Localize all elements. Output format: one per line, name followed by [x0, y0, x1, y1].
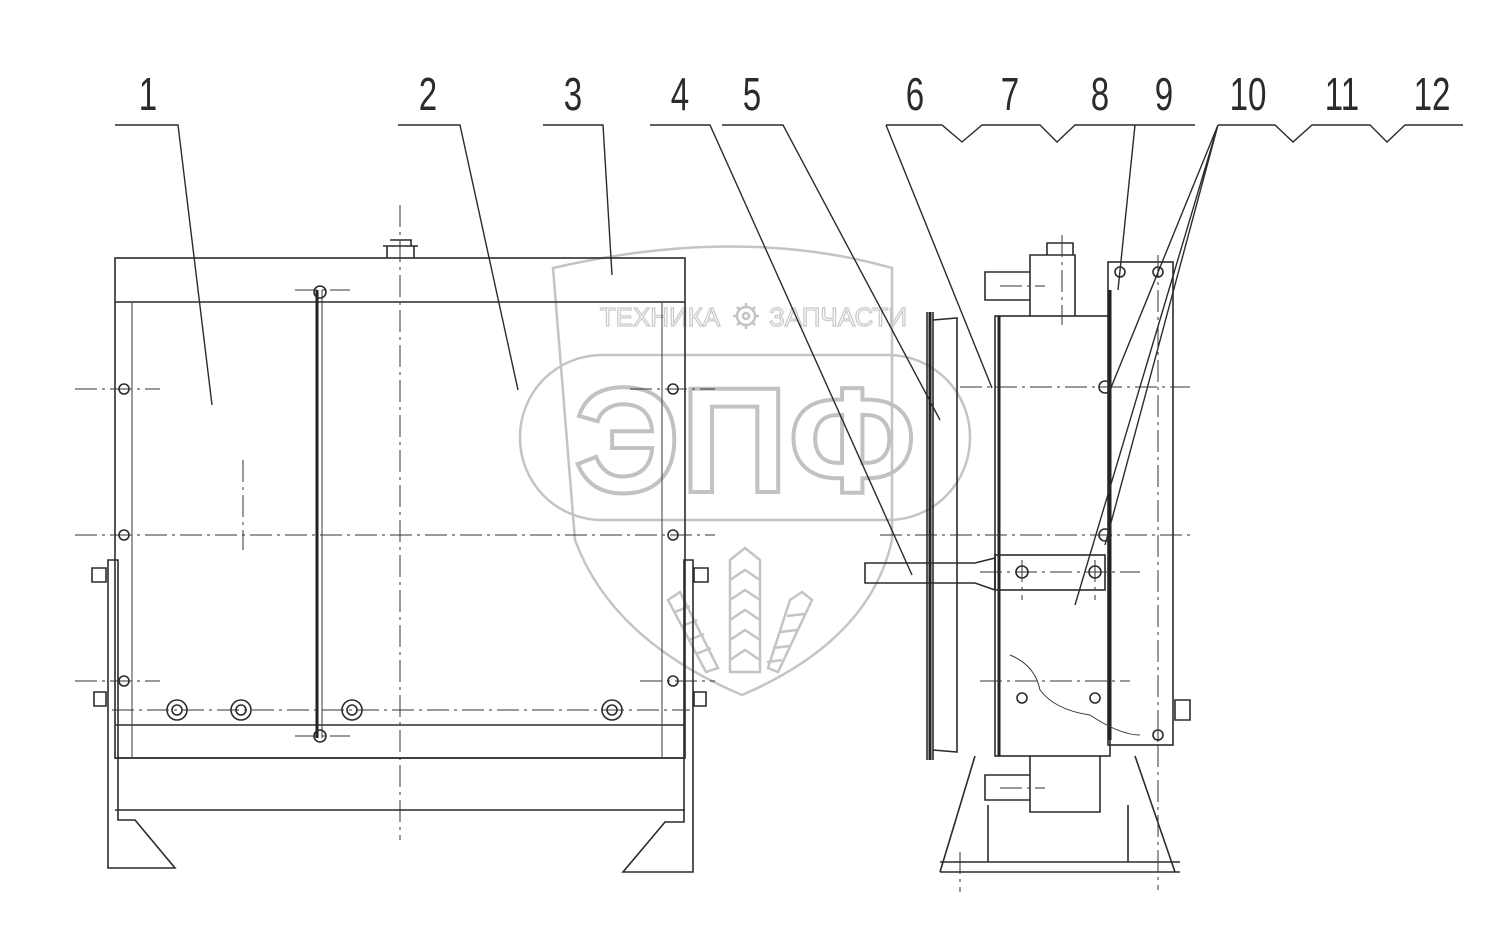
cooler-assembly: [864, 235, 1191, 892]
watermark-shield: [551, 245, 894, 697]
gear-icon: [733, 303, 759, 329]
callout-9: 9: [1155, 70, 1173, 120]
tank-center-lines: [75, 205, 715, 840]
watermark: ЭПФ ТЕХНИКА ЗАПЧАСТИ: [518, 245, 972, 697]
cooler-bolts: [1015, 266, 1191, 741]
callout-6: 6: [906, 70, 924, 120]
callout-1: 1: [139, 70, 157, 120]
watermark-text-right: ЗАПЧАСТИ: [769, 302, 907, 332]
strap-top-bolt: [313, 285, 327, 299]
callout-10: 10: [1230, 70, 1267, 120]
callout-12: 12: [1414, 70, 1451, 120]
callout-8: 8: [1091, 70, 1109, 120]
side-frame: [1107, 261, 1174, 746]
callout-4: 4: [671, 70, 689, 120]
watermark-band: [518, 353, 972, 522]
watermark-text-left: ТЕХНИКА: [600, 302, 721, 332]
tank-assembly: [75, 205, 715, 873]
callout-7: 7: [1001, 70, 1019, 120]
cooler-base-stand: [939, 755, 1180, 873]
callout-2: 2: [419, 70, 437, 120]
radiator-core: [994, 315, 1111, 757]
wheat-icon: [666, 546, 814, 674]
leader-lines: [115, 124, 1463, 606]
bottom-pipe: [984, 774, 1030, 801]
frame-bolts: [91, 383, 709, 707]
break-line: [1009, 654, 1141, 736]
callout-3: 3: [564, 70, 582, 120]
callout-labels: 1 2 3 4 5 6 7 8 9 10 11 12: [139, 70, 1451, 120]
top-pipe: [984, 271, 1030, 301]
right-support-bracket: [621, 559, 694, 873]
bottom-header-tank: [1029, 756, 1101, 813]
watermark-letters: ЭПФ: [574, 356, 917, 524]
left-support-bracket: [107, 559, 177, 869]
callout-11: 11: [1325, 70, 1359, 120]
callout-5: 5: [743, 70, 761, 120]
cooler-center-lines: [880, 235, 1190, 892]
top-filler: [1046, 242, 1074, 255]
